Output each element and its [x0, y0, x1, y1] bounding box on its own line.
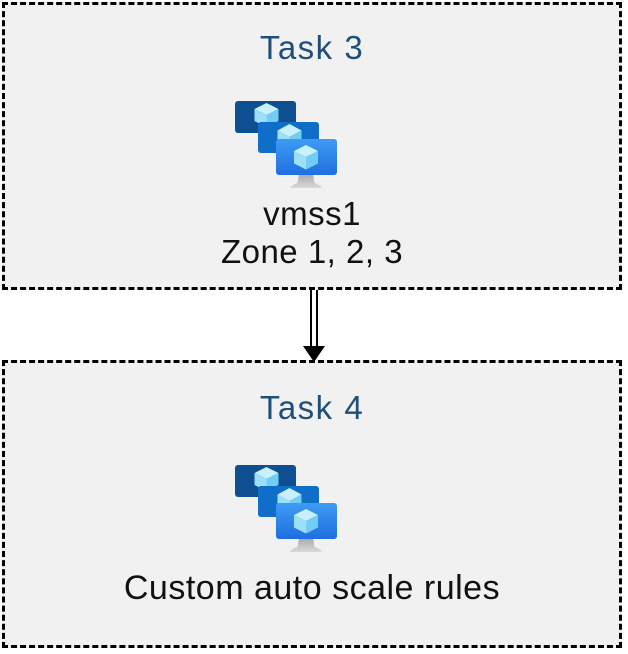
- task3-box: Task 3 vmss1 Zone 1, 2, 3: [2, 2, 622, 290]
- autoscale-text: Custom auto scale rules: [123, 569, 501, 607]
- down-arrow-icon: [303, 290, 325, 362]
- vm-scale-sets-icon: [234, 462, 337, 556]
- task3-title: Task 3: [259, 29, 365, 66]
- task4-title: Task 4: [259, 389, 365, 426]
- vm-scale-sets-icon: [234, 98, 337, 192]
- task3-label: vmss1 Zone 1, 2, 3: [5, 195, 619, 271]
- task4-box: Task 4 Custom auto scale rules: [2, 360, 622, 648]
- zone-text: Zone 1, 2, 3: [220, 233, 404, 270]
- vmss-name-text: vmss1: [263, 195, 361, 232]
- task4-label: Custom auto scale rules: [5, 569, 619, 607]
